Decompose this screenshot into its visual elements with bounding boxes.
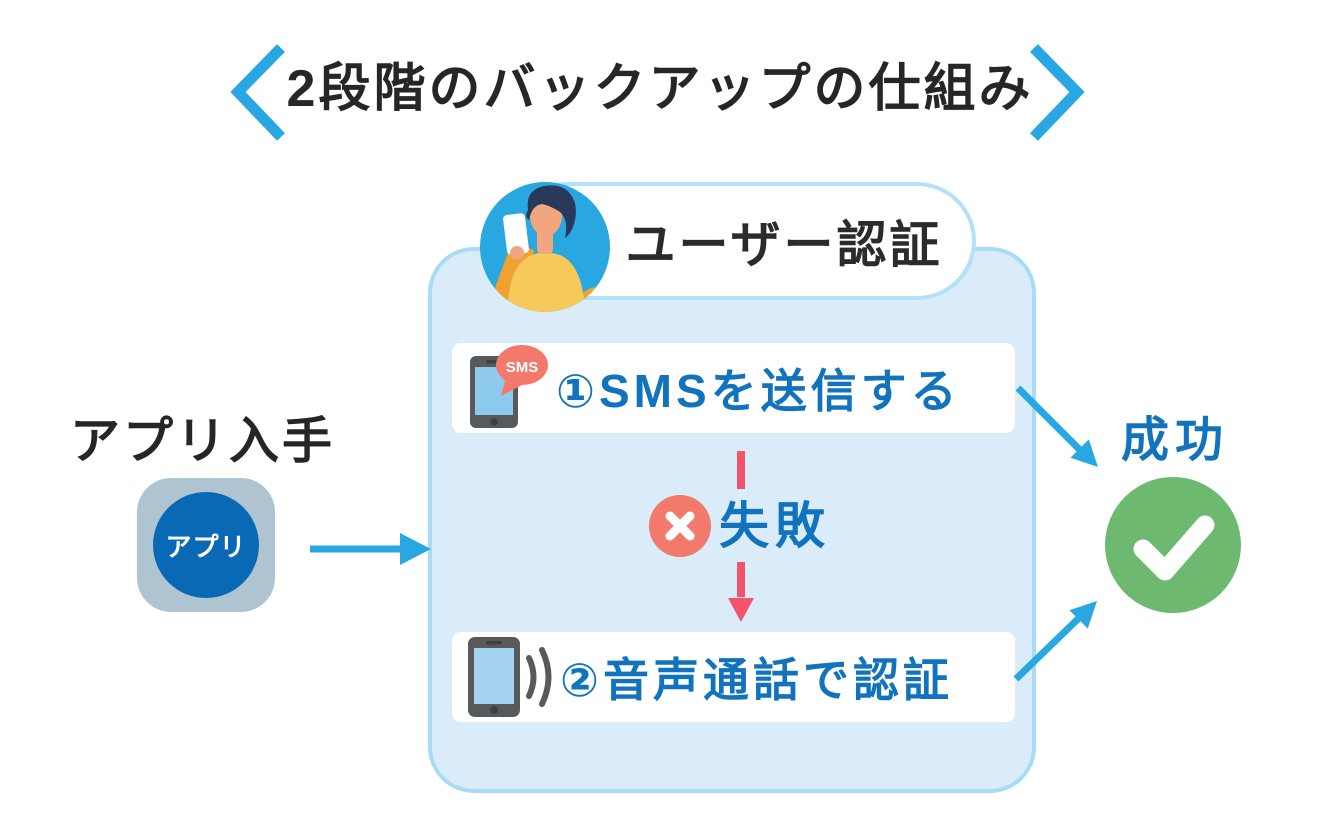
page-title: 2段階のバックアップの仕組み bbox=[286, 60, 1034, 118]
app-step-label: アプリ入手 bbox=[70, 413, 335, 469]
fail-label: 失敗 bbox=[719, 498, 831, 554]
user-avatar-icon bbox=[480, 182, 610, 312]
check-icon bbox=[1105, 477, 1241, 613]
step2-label: ②音声通話で認証 bbox=[560, 654, 953, 706]
step1-row: SMS ①SMSを送信する bbox=[452, 343, 1015, 433]
auth-header-label: ユーザー認証 bbox=[625, 217, 943, 273]
phone-sms-icon: SMS bbox=[470, 345, 548, 428]
step1-label: ①SMSを送信する bbox=[556, 365, 961, 417]
success-label: 成功 bbox=[1120, 414, 1229, 467]
sms-bubble-label: SMS bbox=[506, 359, 539, 376]
step2-row: ②音声通話で認証 bbox=[452, 632, 1015, 722]
app-to-auth-arrow bbox=[310, 533, 431, 565]
phone-voice-icon bbox=[468, 637, 552, 717]
app-icon: アプリ bbox=[137, 478, 275, 612]
cross-icon bbox=[649, 495, 711, 557]
app-icon-label: アプリ bbox=[165, 531, 247, 562]
sms-bubble: SMS bbox=[496, 345, 548, 396]
app-icon-circle: アプリ bbox=[153, 492, 259, 598]
